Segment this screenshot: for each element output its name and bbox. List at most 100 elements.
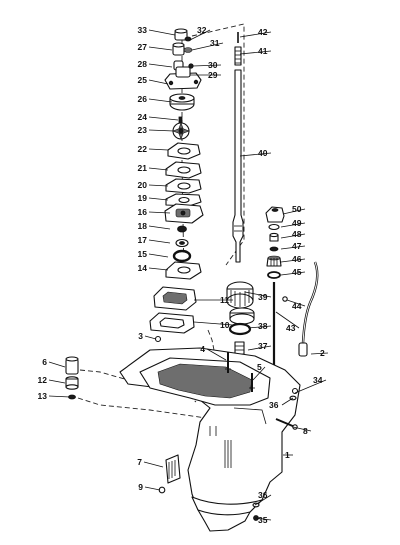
callout-number: 46: [292, 254, 302, 264]
callout-number: 43: [286, 323, 296, 333]
callout-number: 18: [138, 221, 148, 231]
callout-number: 15: [138, 249, 148, 259]
callout-23: 23: [138, 125, 175, 135]
part-6-cap: [65, 356, 79, 375]
callout-38: 38: [247, 321, 272, 331]
callout-26: 26: [138, 94, 173, 104]
callout-leader-line: [148, 129, 175, 132]
part-48-bushing: [269, 232, 279, 242]
callout-33: 33: [138, 25, 176, 36]
part-10-gasket: [149, 312, 195, 334]
callout-number: 8: [303, 426, 308, 436]
callout-leader-line: [148, 197, 169, 201]
callout-number: 9: [138, 482, 143, 492]
part-1-gear-housing: [119, 347, 301, 532]
callout-number: 24: [138, 112, 148, 122]
callout-19: 19: [138, 193, 169, 203]
callout-17: 17: [138, 235, 171, 245]
callout-leader-line: [280, 222, 306, 228]
part-26-face-plate: [169, 93, 195, 111]
part-14-gasket: [165, 261, 202, 280]
callout-leader-line: [280, 258, 306, 263]
callout-leader-line: [148, 167, 169, 171]
callout-leader-line: [275, 311, 300, 329]
callout-37: 37: [247, 341, 272, 351]
callout-24: 24: [138, 112, 179, 122]
callout-leader-line: [144, 486, 161, 491]
callout-16: 16: [138, 207, 171, 217]
callout-29: 29: [190, 70, 221, 80]
part-9-screw: [158, 486, 166, 494]
callout-number: 16: [138, 207, 148, 217]
callout-11: 11: [194, 295, 233, 305]
callout-leader-line: [239, 50, 272, 55]
part-2-water-tube: [298, 261, 319, 357]
water-pump-stack: [164, 28, 204, 280]
callout-leader-line: [244, 291, 272, 298]
callout-leader-line: [148, 253, 169, 258]
callout-35: 35: [254, 515, 272, 525]
part-24-key: [178, 116, 183, 124]
part-31-centrifugal-slinger: [183, 47, 193, 53]
callout-number: 6: [42, 357, 47, 367]
callout-46: 46: [280, 254, 306, 264]
callout-number: 31: [210, 38, 220, 48]
part-47-o-ring: [269, 246, 279, 252]
callout-32: 32: [189, 25, 211, 41]
callout-number: 23: [138, 125, 148, 135]
part-7-water-inlet-screen: [165, 454, 181, 484]
callout-number: 28: [138, 59, 148, 69]
callout-47: 47: [280, 241, 306, 251]
callout-leader-line: [148, 63, 173, 68]
callout-number: 49: [292, 218, 302, 228]
callout-leader-line: [148, 29, 176, 36]
callout-number: 36: [258, 490, 268, 500]
callout-48: 48: [280, 229, 306, 239]
part-39-bearing-cup: [229, 307, 255, 325]
callout-leader-line: [239, 31, 272, 38]
part-3-dowel-pin: [154, 335, 162, 343]
callout-18: 18: [138, 221, 171, 231]
callout-13: 13: [38, 391, 71, 401]
callout-leader-line: [143, 461, 164, 468]
callout-number: 48: [292, 229, 302, 239]
callout-31: 31: [191, 38, 224, 51]
part-36-washer-lower: [252, 502, 260, 508]
callout-9: 9: [138, 482, 161, 492]
callout-number: 13: [38, 391, 48, 401]
callout-leader-line: [280, 233, 306, 239]
callout-leader-line: [294, 379, 327, 394]
callout-number: 21: [138, 163, 148, 173]
callout-number: 41: [258, 46, 268, 56]
callout-number: 29: [208, 70, 218, 80]
callout-leader-line: [292, 426, 312, 432]
callout-number: 30: [208, 60, 218, 70]
callout-leader-line: [148, 211, 171, 214]
callout-leader-line: [144, 335, 157, 340]
callout-number: 27: [138, 42, 148, 52]
callout-number: 3: [138, 331, 143, 341]
callout-number: 25: [138, 75, 148, 85]
callout-number: 47: [292, 241, 302, 251]
part-11-bearing-carrier: [153, 286, 197, 311]
callout-number: 36: [269, 400, 279, 410]
callout-39: 39: [244, 291, 272, 302]
callout-leader-line: [148, 148, 169, 151]
callout-number: 22: [138, 144, 148, 154]
callout-4: 4: [200, 344, 227, 361]
callout-leader-line: [192, 64, 222, 67]
callout-leader-line: [281, 397, 294, 406]
part-23-impeller: [172, 122, 190, 140]
callout-number: 5: [257, 362, 262, 372]
callout-leader-line: [282, 208, 306, 215]
callout-number: 11: [220, 295, 229, 305]
part-40-driveshaft: [232, 69, 244, 263]
callout-leader-line: [247, 325, 272, 329]
pinion-gear-group: [149, 281, 255, 371]
callout-leader-line: [239, 152, 272, 157]
callout-leader-line: [148, 267, 169, 271]
callout-number: 44: [292, 301, 302, 311]
callout-leader-line: [48, 361, 66, 368]
part-25-water-pump-body: [164, 66, 202, 90]
part-27-sleeve: [172, 42, 185, 56]
